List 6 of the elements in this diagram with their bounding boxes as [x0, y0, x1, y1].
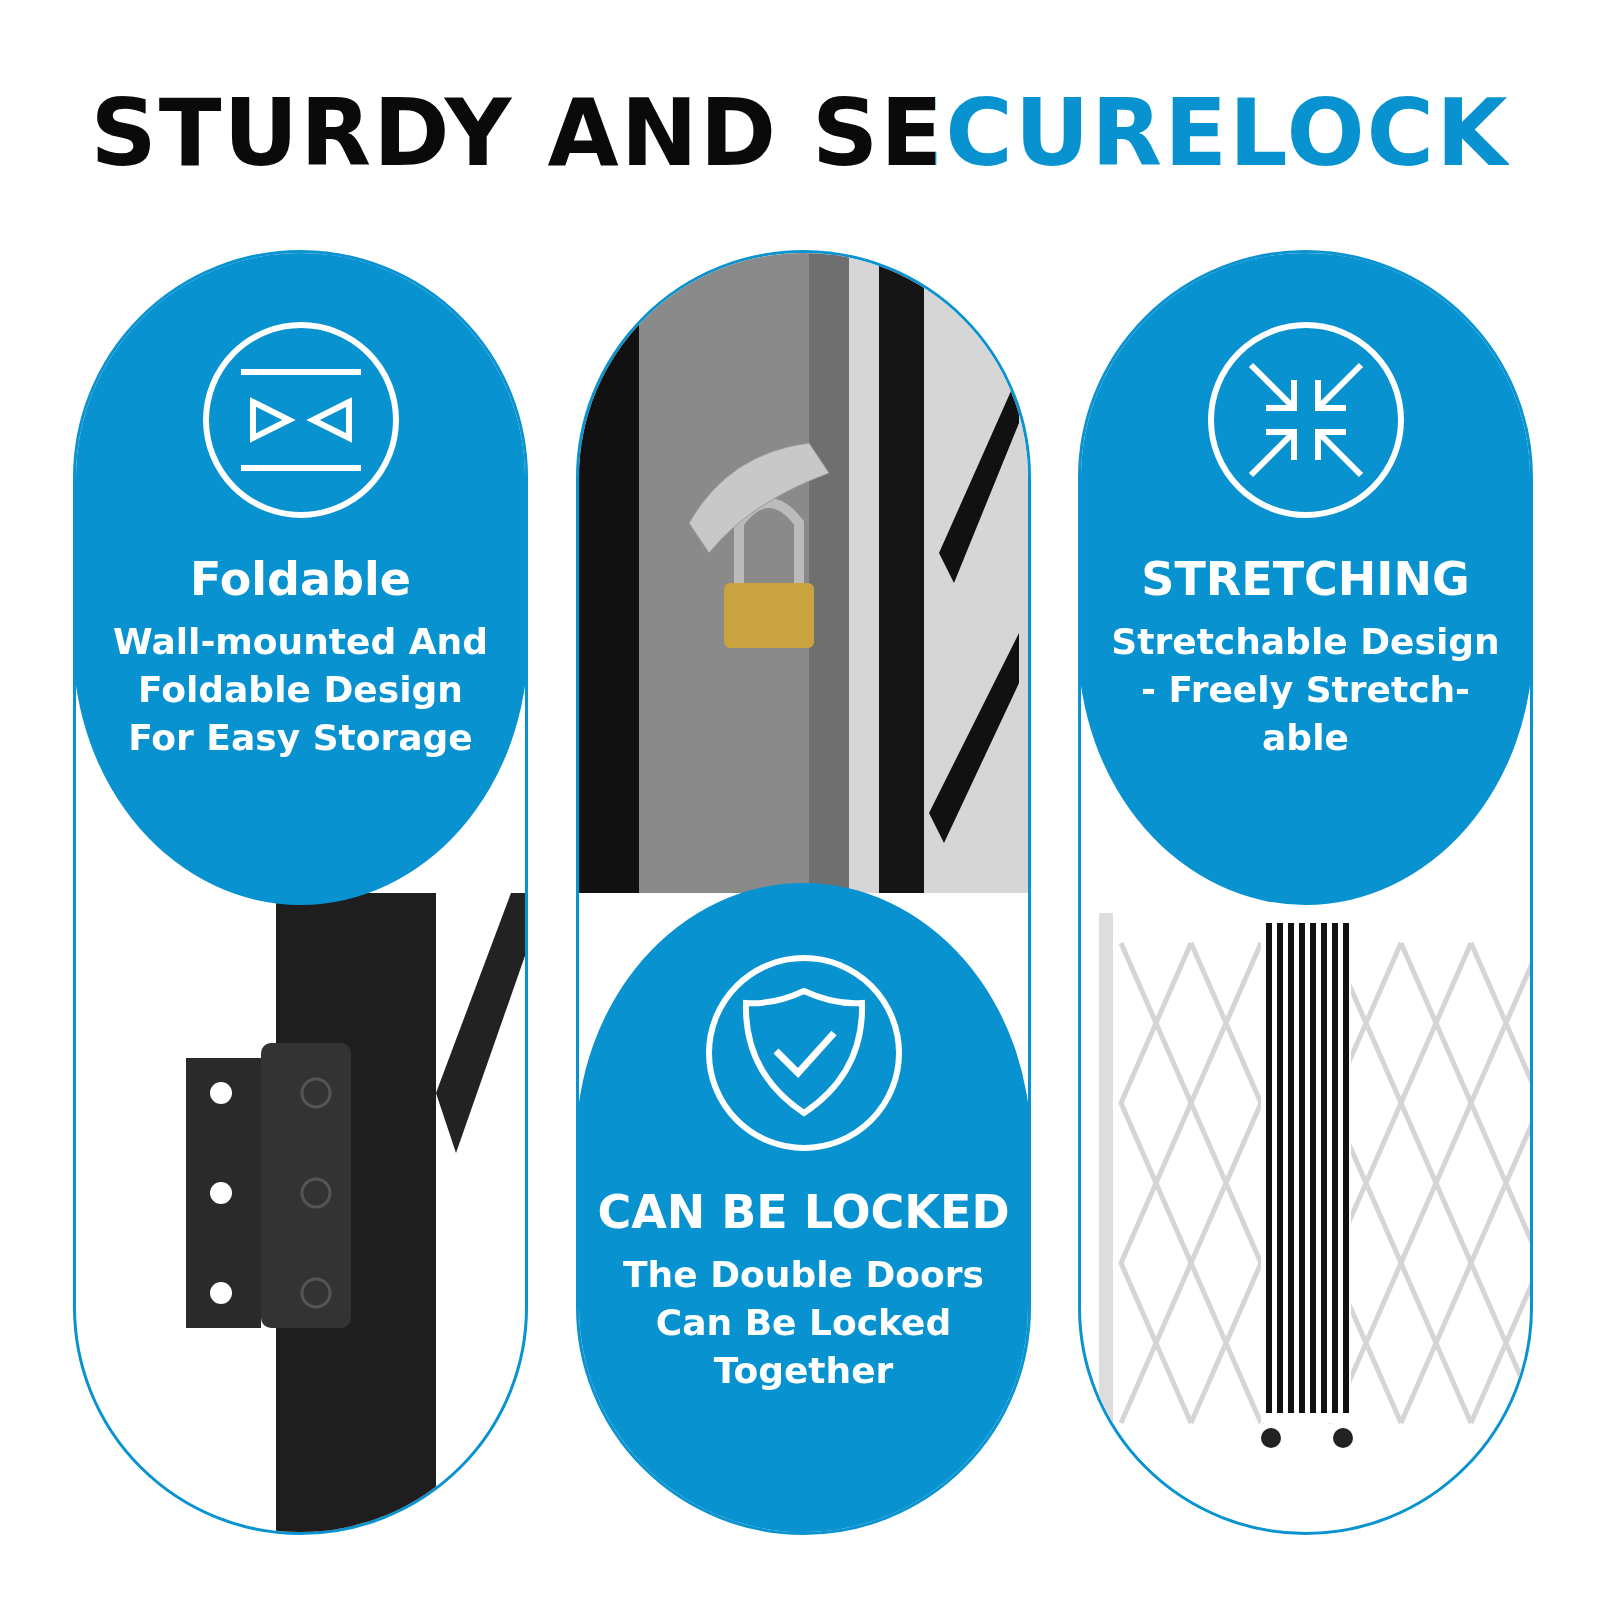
feature-description: Wall-mounted And Foldable Design For Easy Storage	[112, 620, 489, 760]
feature-heading: Foldable	[190, 552, 411, 606]
feature-description: The Double Doors Can Be Locked Together	[622, 1253, 985, 1393]
feature-heading: CAN BE LOCKED	[597, 1185, 1010, 1239]
feature-heading: STRETCHING	[1141, 552, 1470, 606]
feature-description: Stretchable Design - Freely Stretch- able	[1110, 620, 1501, 760]
